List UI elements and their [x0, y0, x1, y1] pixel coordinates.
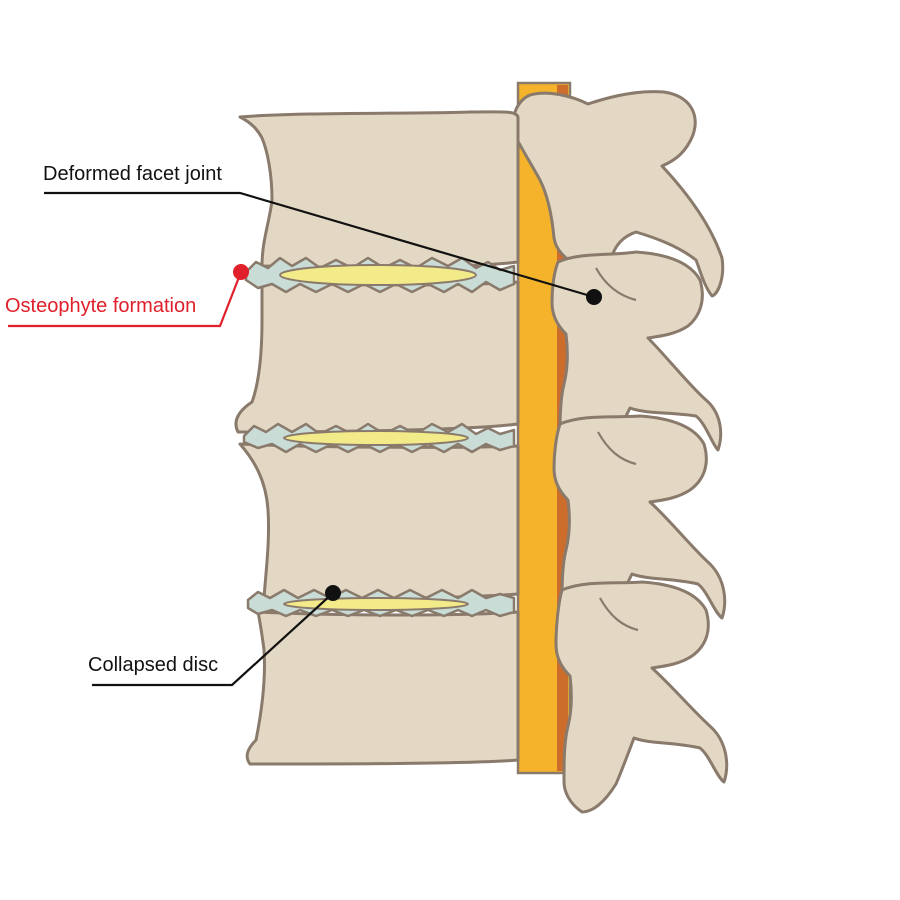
vertebral-body-1 — [238, 110, 520, 269]
callout-facet-joint-marker — [586, 289, 602, 305]
label-collapsed-disc: Collapsed disc — [88, 654, 218, 676]
callout-osteophyte: Osteophyte formation — [5, 264, 249, 328]
label-osteophyte-formation: Osteophyte formation — [5, 295, 196, 317]
vertebral-body-2 — [234, 280, 520, 434]
vertebral-bodies — [234, 110, 520, 766]
vertebra-3-posterior — [552, 414, 727, 638]
callout-facet-joint: Deformed facet joint — [43, 163, 602, 305]
vertebra-4-posterior — [554, 580, 729, 814]
label-deformed-facet-joint: Deformed facet joint — [43, 163, 222, 185]
disc-1 — [244, 256, 516, 294]
callout-collapsed-disc: Collapsed disc — [88, 585, 341, 687]
disc-2 — [242, 422, 516, 454]
posterior-elements — [510, 90, 729, 814]
vertebra-2-posterior — [550, 250, 723, 472]
vertebral-body-3 — [238, 442, 520, 601]
callout-collapsed-disc-marker — [325, 585, 341, 601]
vertebra-1-posterior — [510, 90, 725, 298]
disc-3 — [246, 588, 516, 618]
callout-osteophyte-marker — [233, 264, 249, 280]
